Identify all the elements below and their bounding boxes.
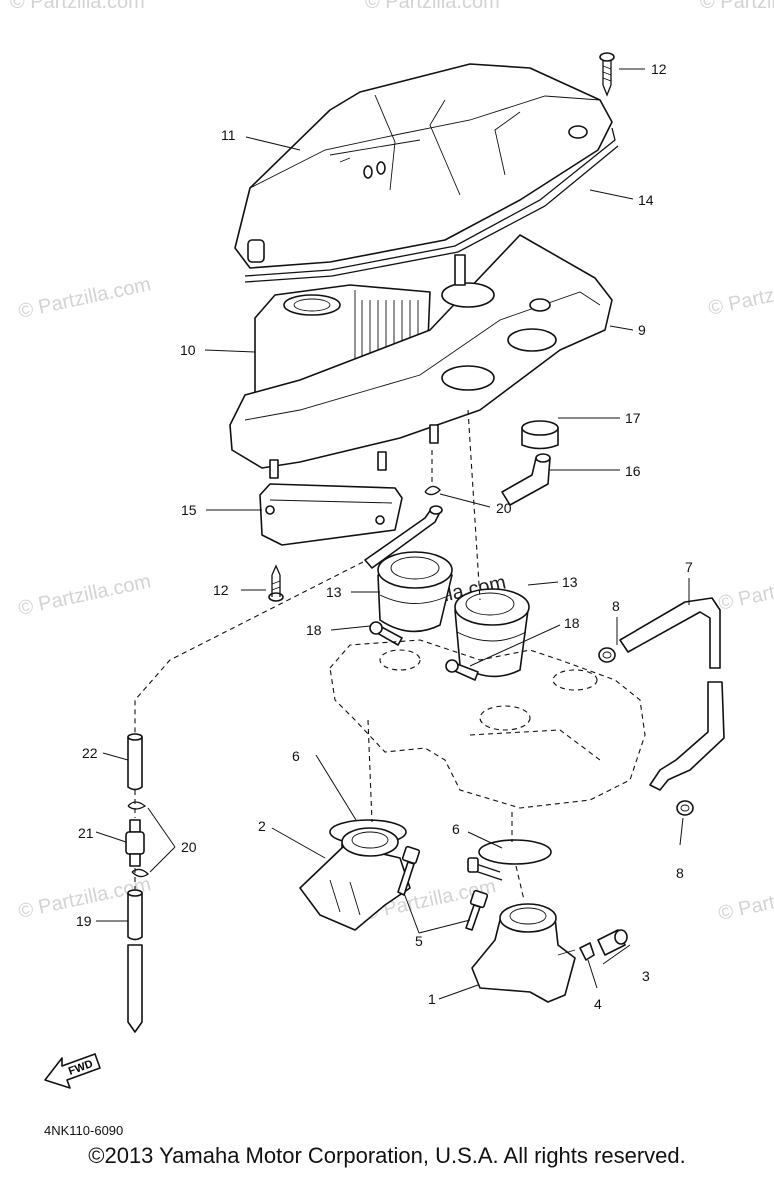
copyright-notice: ©2013 Yamaha Motor Corporation, U.S.A. A… [88,1143,686,1168]
diagram-code: 4NK110-6090 [44,1123,123,1138]
callout-17: 17 [625,410,641,426]
part-18-clamp-right [445,659,479,681]
callout-20-left: 20 [181,839,197,855]
part-18-clamp-left [369,621,403,646]
part-9-air-cleaner-case [229,234,613,479]
callout-8-top: 8 [612,598,620,614]
callout-5: 5 [415,933,423,949]
callout-21: 21 [78,825,94,841]
part-20-clip-top [424,485,441,496]
part-14-gasket [244,127,619,283]
part-6-hose-clamp-right [467,839,552,881]
part-21-check-valve [125,819,145,867]
callout-14: 14 [638,192,654,208]
part-breather-hose [364,505,443,569]
callout-18-left: 18 [306,622,322,638]
part-8-clip-bottom [676,800,694,816]
part-7-hose [619,597,725,791]
part-20-clip-left [127,801,149,878]
part-2-carb-joint [299,827,411,931]
part-19-hose [127,889,143,1033]
watermark-right-mid: © Partzilla.com [716,565,774,615]
part-13-joint-left [377,551,453,633]
callout-13-left: 13 [326,584,342,600]
callout-8-bottom: 8 [676,865,684,881]
part-17-grommet [521,420,559,450]
watermark-left-top: © Partzilla.com [16,273,152,323]
part-15-bracket [259,483,403,546]
callout-16: 16 [625,463,641,479]
fwd-arrow-icon: FWD [44,1053,101,1089]
part-3-cap [597,929,628,956]
callout-labels: 12 11 14 10 9 17 16 15 20 12 13 13 18 18… [76,61,693,1012]
callout-22: 22 [82,745,98,761]
watermark-left-mid: © Partzilla.com [16,570,152,620]
part-13-joint-right [454,588,530,678]
watermark-top-center: © Partzilla.com [365,0,500,13]
watermark-top-left: © Partzilla.com [10,0,145,13]
part-12-screw-top [599,52,615,97]
callout-13-right: 13 [562,574,578,590]
part-8-clip-top [598,647,616,663]
part-5-bolt-left [397,845,421,896]
callout-19: 19 [76,913,92,929]
callout-2: 2 [258,818,266,834]
callout-12-top: 12 [651,61,667,77]
leader-lines [95,68,690,1000]
callout-3: 3 [642,968,650,984]
watermark-right-bottom: © Partzilla.com [716,875,774,925]
callout-1: 1 [428,991,436,1007]
callout-12-bottom: 12 [213,582,229,598]
callout-20-top: 20 [496,500,512,516]
carburetor-assembly [329,639,646,809]
callout-11: 11 [221,127,236,143]
callout-7: 7 [685,559,693,575]
watermark-right-top: © Partzilla.com [706,270,774,320]
part-5-bolt-right [465,889,489,931]
assembly-lines [134,409,525,901]
part-22-hose [127,733,143,791]
watermark-top-right: © Partzilla.com [700,0,774,13]
part-11-air-cleaner-cover [234,63,613,269]
callout-6-left: 6 [292,748,300,764]
callout-18-right: 18 [564,615,580,631]
callout-9: 9 [638,322,646,338]
part-4-clip [579,942,595,961]
part-12-screw-bottom [268,564,284,602]
callout-10: 10 [180,342,196,358]
part-16-elbow-hose [501,453,551,506]
part-1-carb-joint [471,903,576,1003]
callout-15: 15 [181,502,197,518]
callout-6-right: 6 [452,821,460,837]
callout-4: 4 [594,996,602,1012]
